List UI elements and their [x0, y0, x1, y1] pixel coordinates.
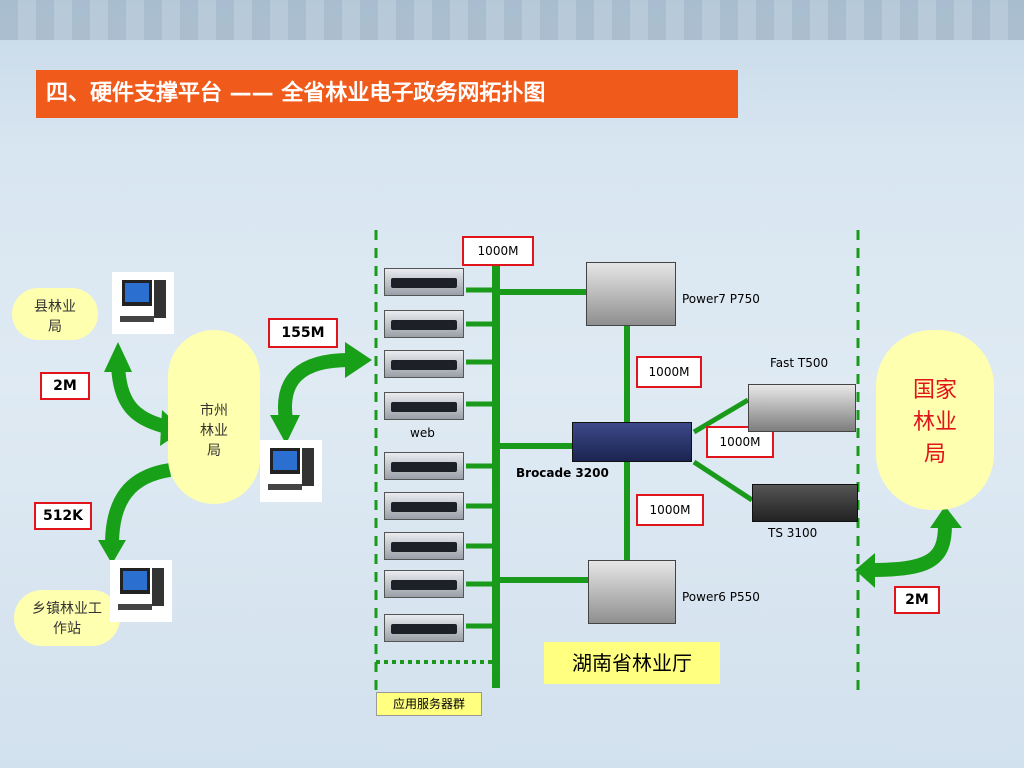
township-label: 乡镇林业工作站	[32, 601, 102, 637]
power6-label: Power6 P550	[682, 590, 760, 604]
township-cloud: 乡镇林业工作站	[14, 590, 120, 646]
left-arrows	[105, 353, 952, 577]
fast-label: Fast T500	[770, 356, 829, 370]
city-province-link-label: 155M	[268, 318, 338, 348]
app-server	[384, 350, 464, 378]
city-pc	[260, 440, 322, 502]
township-pc	[110, 560, 172, 622]
ts-label: TS 3100	[768, 526, 818, 540]
national-province-link-label: 2M	[894, 586, 940, 614]
app-server	[384, 452, 464, 480]
national-label: 国家林业局	[912, 378, 957, 467]
county-city-link-label: 2M	[40, 372, 90, 400]
fast-link	[692, 397, 750, 435]
page-title: 四、硬件支撑平台 —— 全省林业电子政务网拓扑图	[36, 70, 738, 118]
power7-label: Power7 P750	[682, 292, 760, 306]
national-cloud: 国家林业局	[876, 330, 994, 510]
server-links	[466, 287, 496, 629]
power6-server	[588, 560, 676, 624]
backbone-link-label: 1000M	[462, 236, 534, 266]
app-server	[384, 532, 464, 560]
city-cloud: 市州林业局	[168, 330, 260, 504]
brocade-switch	[572, 422, 692, 462]
app-server	[384, 268, 464, 296]
township-city-link-label: 512K	[34, 502, 92, 530]
top-decorative-band	[0, 0, 1024, 40]
app-server	[384, 570, 464, 598]
app-server	[384, 614, 464, 642]
brocade-label: Brocade 3200	[516, 466, 609, 480]
ts-link	[692, 459, 754, 503]
p750-brocade-link-label: 1000M	[636, 356, 702, 388]
fast-storage	[748, 384, 856, 432]
county-pc	[112, 272, 174, 334]
brocade-p550-link-label: 1000M	[636, 494, 704, 526]
app-server	[384, 310, 464, 338]
app-server	[384, 492, 464, 520]
web-label: web	[410, 426, 435, 440]
web-server	[384, 392, 464, 420]
power7-server	[586, 262, 676, 326]
county-cloud: 县林业局	[12, 288, 98, 340]
city-label: 市州林业局	[200, 403, 228, 459]
county-label: 县林业局	[34, 299, 76, 335]
provincial-label: 湖南省林业厅	[544, 642, 720, 684]
server-group-label: 应用服务器群	[376, 692, 482, 716]
ts-tape-library	[752, 484, 858, 522]
